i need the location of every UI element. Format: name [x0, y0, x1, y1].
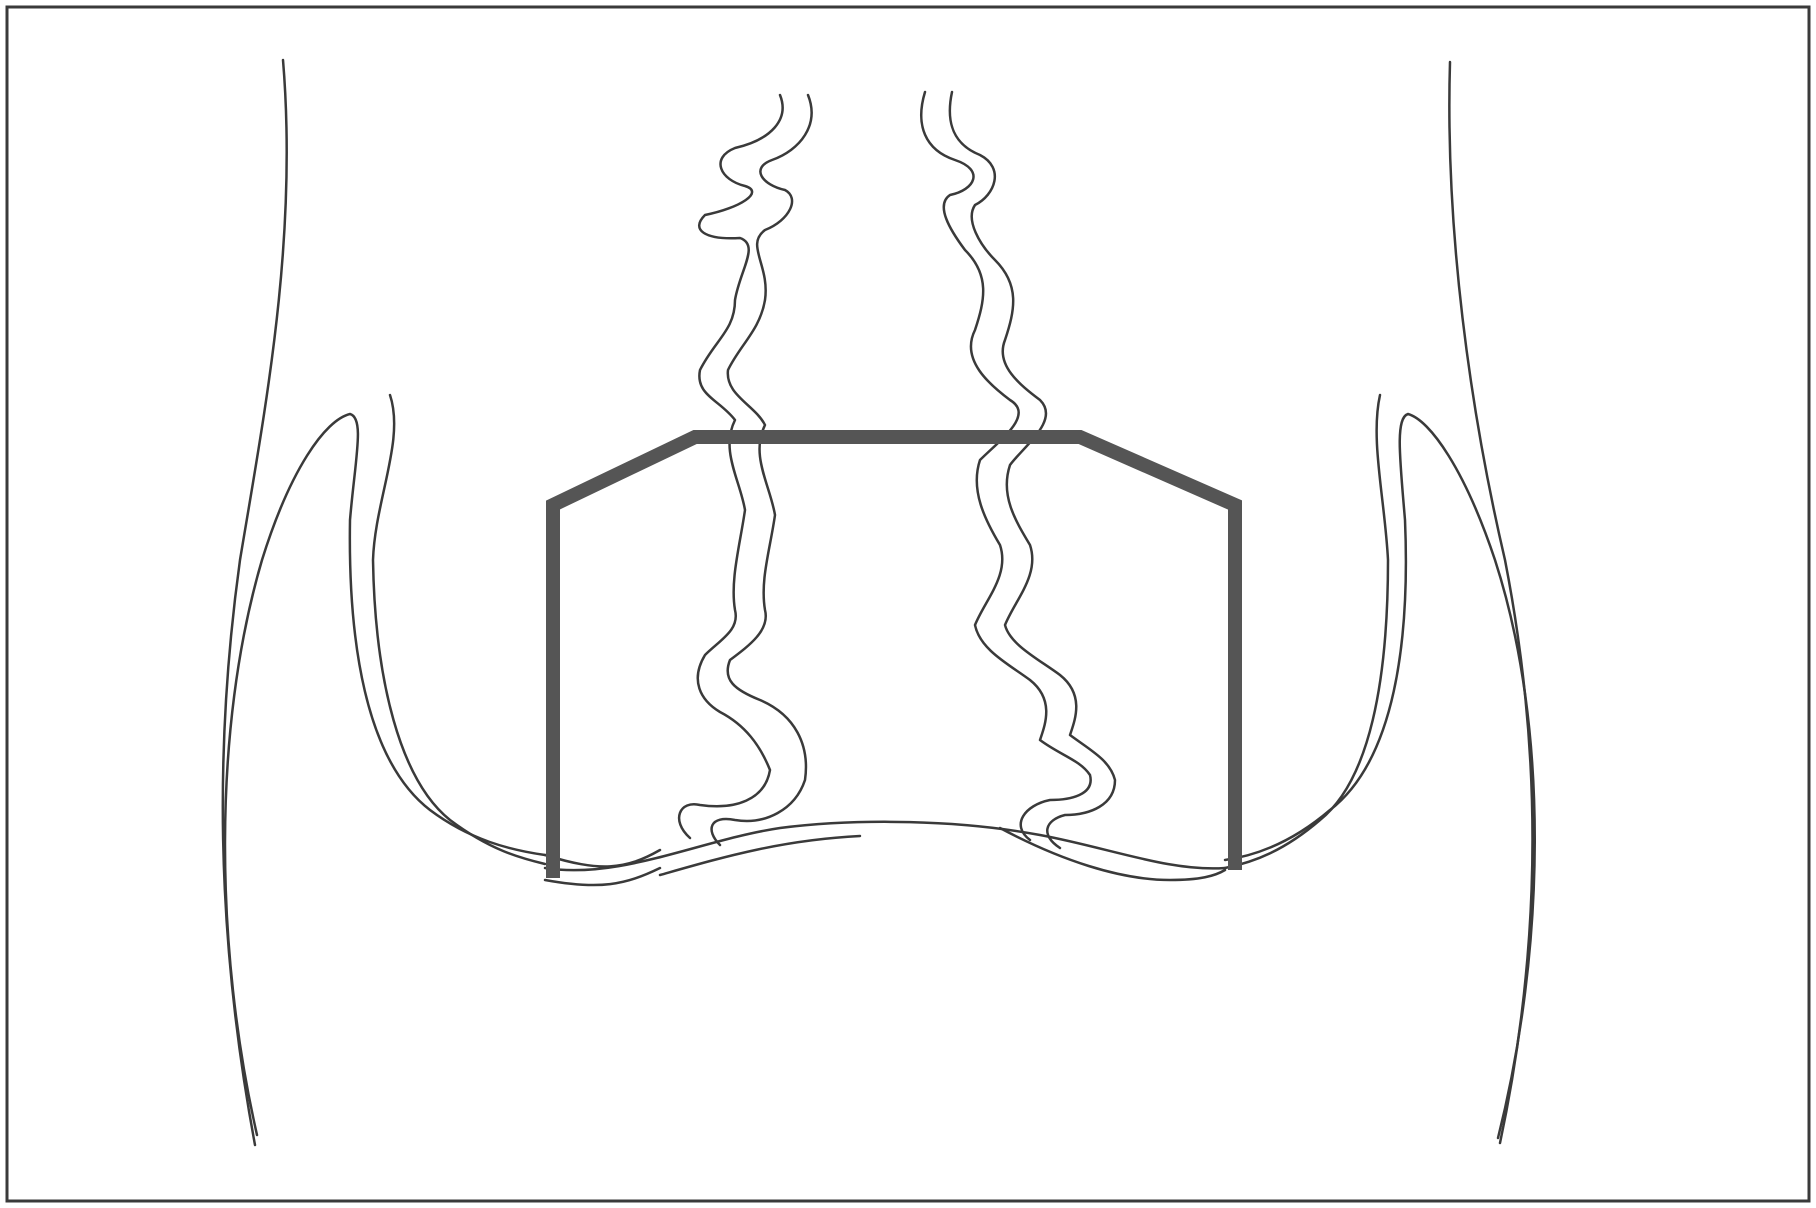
figure-frame	[7, 7, 1809, 1201]
pelvic-lower-curve	[545, 822, 1225, 870]
right-body-outline	[1449, 62, 1532, 1143]
radiation-field-block	[553, 437, 1235, 878]
left-iliac-crest-connector	[545, 850, 660, 866]
left-ureter-wall-inner	[712, 95, 812, 845]
right-iliac-crest-inner	[1225, 395, 1388, 868]
pelvic-lower-curve-outer	[660, 836, 860, 875]
right-iliac-crest-outer	[1225, 414, 1535, 1138]
pelvic-right-lower-curve	[1000, 828, 1225, 880]
left-iliac-crest-inner	[373, 395, 545, 864]
left-iliac-crest-outer	[225, 414, 545, 1135]
right-ureter-wall-outer	[921, 92, 1090, 840]
left-ureter-wall-outer	[679, 95, 782, 838]
right-ureter-wall-inner	[950, 92, 1115, 848]
